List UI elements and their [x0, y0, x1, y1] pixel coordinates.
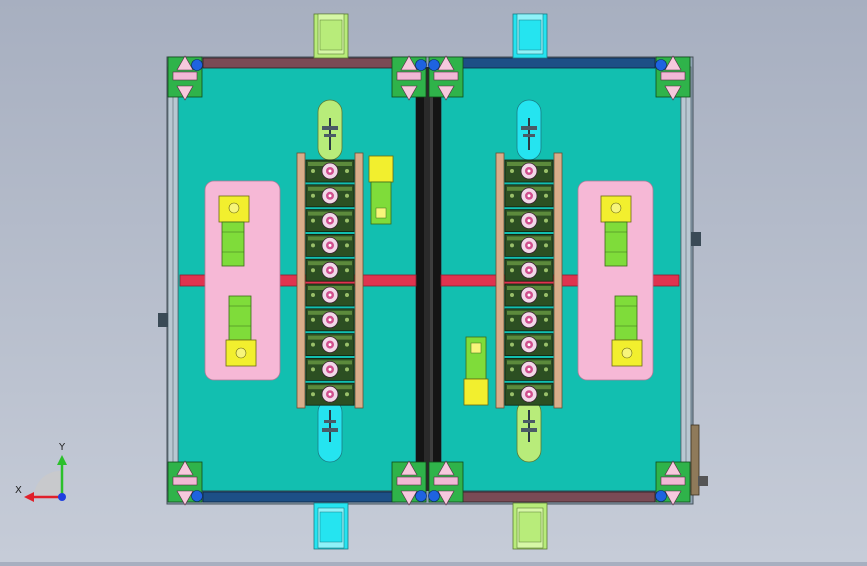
rotary-station-icon[interactable] — [305, 159, 355, 183]
right-lower-motor-icon[interactable] — [611, 295, 643, 367]
left-center-motor-icon[interactable] — [368, 155, 394, 225]
rotary-station-icon[interactable] — [305, 357, 355, 381]
right-top-spindle-icon — [521, 118, 537, 150]
rotary-station-icon[interactable] — [504, 184, 554, 208]
rotary-station-icon[interactable] — [504, 333, 554, 357]
triad-x-label: X — [15, 485, 22, 496]
rotary-station-icon[interactable] — [305, 184, 355, 208]
left-station-chain[interactable] — [296, 152, 364, 409]
corner-mount-icon[interactable] — [167, 460, 203, 506]
right-center-motor-icon[interactable] — [463, 336, 489, 406]
rotary-station-icon[interactable] — [504, 283, 554, 307]
left-side-connector — [158, 313, 168, 327]
top-right-bracket[interactable] — [512, 13, 548, 59]
left-bottom-spindle-icon — [322, 410, 338, 442]
corner-mount-icon[interactable] — [391, 55, 427, 101]
rotary-station-icon[interactable] — [504, 258, 554, 282]
bottom-left-rail — [202, 491, 396, 503]
left-top-spindle-icon — [322, 118, 338, 150]
left-lower-motor-icon[interactable] — [225, 295, 257, 367]
top-left-rail — [202, 57, 396, 69]
rotary-station-icon[interactable] — [504, 357, 554, 381]
right-station-chain[interactable] — [495, 152, 563, 409]
rotary-station-icon[interactable] — [305, 382, 355, 406]
right-upper-motor-icon[interactable] — [600, 195, 632, 267]
top-right-rail — [459, 57, 656, 69]
left-upper-motor-icon[interactable] — [218, 195, 250, 267]
rotary-station-icon[interactable] — [305, 308, 355, 332]
corner-mount-icon[interactable] — [167, 55, 203, 101]
rotary-station-icon[interactable] — [305, 333, 355, 357]
corner-mount-icon[interactable] — [655, 460, 691, 506]
corner-mount-icon[interactable] — [428, 55, 464, 101]
corner-mount-icon[interactable] — [655, 55, 691, 101]
coordinate-triad-icon — [24, 455, 67, 502]
bottom-right-bracket[interactable] — [512, 502, 548, 550]
right-side-plate — [690, 424, 700, 496]
bottom-left-bracket[interactable] — [313, 502, 349, 550]
rotary-station-icon[interactable] — [305, 209, 355, 233]
triad-y-label: Y — [59, 442, 66, 453]
rotary-station-icon[interactable] — [504, 308, 554, 332]
rotary-station-icon[interactable] — [305, 233, 355, 257]
rotary-station-icon[interactable] — [504, 159, 554, 183]
corner-mount-icon[interactable] — [391, 460, 427, 506]
top-left-bracket[interactable] — [313, 13, 349, 59]
right-bottom-spindle-icon — [521, 410, 537, 442]
rotary-station-icon[interactable] — [504, 233, 554, 257]
rotary-station-icon[interactable] — [305, 283, 355, 307]
rotary-station-icon[interactable] — [305, 258, 355, 282]
right-side-connector — [691, 232, 701, 246]
bottom-right-rail — [459, 491, 656, 503]
corner-mount-icon[interactable] — [428, 460, 464, 506]
rotary-station-icon[interactable] — [504, 209, 554, 233]
rotary-station-icon[interactable] — [504, 382, 554, 406]
